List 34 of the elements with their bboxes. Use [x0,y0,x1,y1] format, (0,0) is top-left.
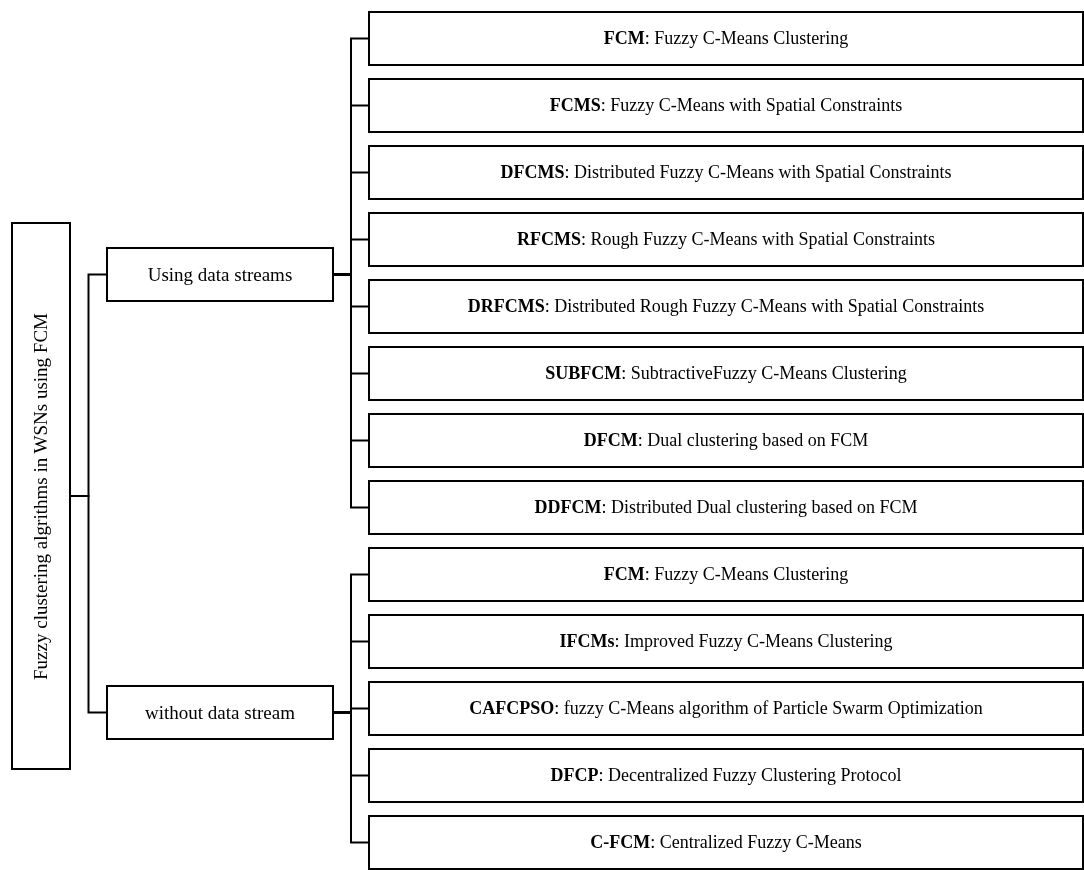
algorithm-box [368,748,1084,803]
algorithm-box [368,78,1084,133]
box-label: DFCMS: Distributed Fuzzy C-Means with Spatial Constraints [500,162,952,183]
algorithm-box [368,346,1084,401]
box-label: DDFCM: Distributed Dual clustering based on FCM [534,497,918,518]
box-label: DFCP: Decentralized Fuzzy Clustering Protocol [550,765,902,786]
box-label: FCM: Fuzzy C-Means Clustering [603,564,849,585]
algorithm-box [368,413,1084,468]
box-label: RFCMS: Rough Fuzzy C-Means with Spatial Constraints [517,229,935,250]
box-label: IFCMs: Improved Fuzzy C-Means Clustering [559,631,893,652]
box-label: Fuzzy clustering algrithms in WSNs using FCM [30,312,52,680]
box-label: SUBFCM: SubtractiveFuzzy C-Means Clustering [545,363,907,384]
algorithm-box [368,614,1084,669]
root-box [11,222,71,770]
algorithm-box [368,681,1084,736]
algorithm-box [368,11,1084,66]
box-label: Using data streams [147,263,293,286]
algorithm-box [368,279,1084,334]
box-label: CAFCPSO: fuzzy C-Means algorithm of Particle Swarm Optimization [469,698,983,719]
box-label: FCM: Fuzzy C-Means Clustering [603,28,849,49]
category-box [106,247,334,302]
algorithm-box [368,480,1084,535]
connector-line [333,711,369,844]
category-box [106,685,334,740]
algorithm-box [368,212,1084,267]
box-label: DFCM: Dual clustering based on FCM [583,430,869,451]
box-label: DRFCMS: Distributed Rough Fuzzy C-Means with Spatial Constraints [467,296,985,317]
algorithm-box [368,815,1084,870]
algorithm-box [368,547,1084,602]
box-label: C-FCM: Centralized Fuzzy C-Means [590,832,862,853]
box-label: without data stream [145,701,295,724]
box-label: FCMS: Fuzzy C-Means with Spatial Constraints [549,95,903,116]
algorithm-box [368,145,1084,200]
connector-line [70,495,107,714]
